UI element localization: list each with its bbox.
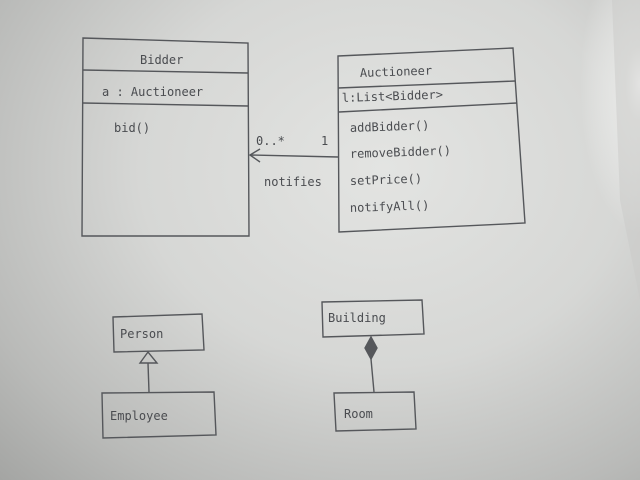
generalization-line <box>147 362 150 393</box>
auctioneer-class <box>337 47 526 233</box>
auctioneer-operation-2: removeBidder() <box>350 143 452 161</box>
generalization-triangle-icon <box>138 350 159 364</box>
room-class <box>333 391 417 432</box>
bidder-class-name: Bidder <box>140 53 183 67</box>
bidder-multiplicity: 0..* <box>256 134 285 148</box>
auctioneer-class-box <box>337 47 526 233</box>
composition-arrow <box>364 335 378 393</box>
bidder-name-divider <box>82 69 249 74</box>
bidder-operation: bid() <box>114 121 150 135</box>
room-class-name: Room <box>344 407 373 421</box>
bidder-attr-divider <box>82 102 249 107</box>
auctioneer-attr-divider <box>338 102 518 113</box>
auctioneer-attribute: l:List<Bidder> <box>342 87 444 105</box>
auctioneer-class-name: Auctioneer <box>360 63 433 80</box>
person-class-box <box>112 313 205 353</box>
association-arrowhead <box>248 148 261 163</box>
generalization-arrow <box>138 350 159 393</box>
auctioneer-operation-4: notifyAll() <box>350 198 430 215</box>
room-class-box <box>333 391 417 432</box>
person-class-name: Person <box>120 327 163 341</box>
auctioneer-operation-3: setPrice() <box>350 171 423 188</box>
bidder-class <box>81 37 250 237</box>
composition-line <box>370 358 375 393</box>
building-class-name: Building <box>328 311 386 325</box>
association-arrow <box>248 148 339 163</box>
paper-edge-shadow <box>612 0 640 300</box>
association-label: notifies <box>264 175 322 189</box>
building-class <box>321 299 425 338</box>
person-class <box>112 313 205 353</box>
employee-class-name: Employee <box>110 409 168 423</box>
building-class-box <box>321 299 425 338</box>
auctioneer-operation-1: addBidder() <box>350 118 430 135</box>
employee-class-box <box>101 391 217 439</box>
employee-class <box>101 391 217 439</box>
auctioneer-name-divider <box>337 80 516 89</box>
composition-diamond-icon <box>364 335 378 361</box>
bidder-class-box <box>81 37 250 237</box>
bidder-attribute: a : Auctioneer <box>102 85 203 99</box>
auctioneer-multiplicity: 1 <box>321 134 328 148</box>
association-line <box>249 154 339 158</box>
